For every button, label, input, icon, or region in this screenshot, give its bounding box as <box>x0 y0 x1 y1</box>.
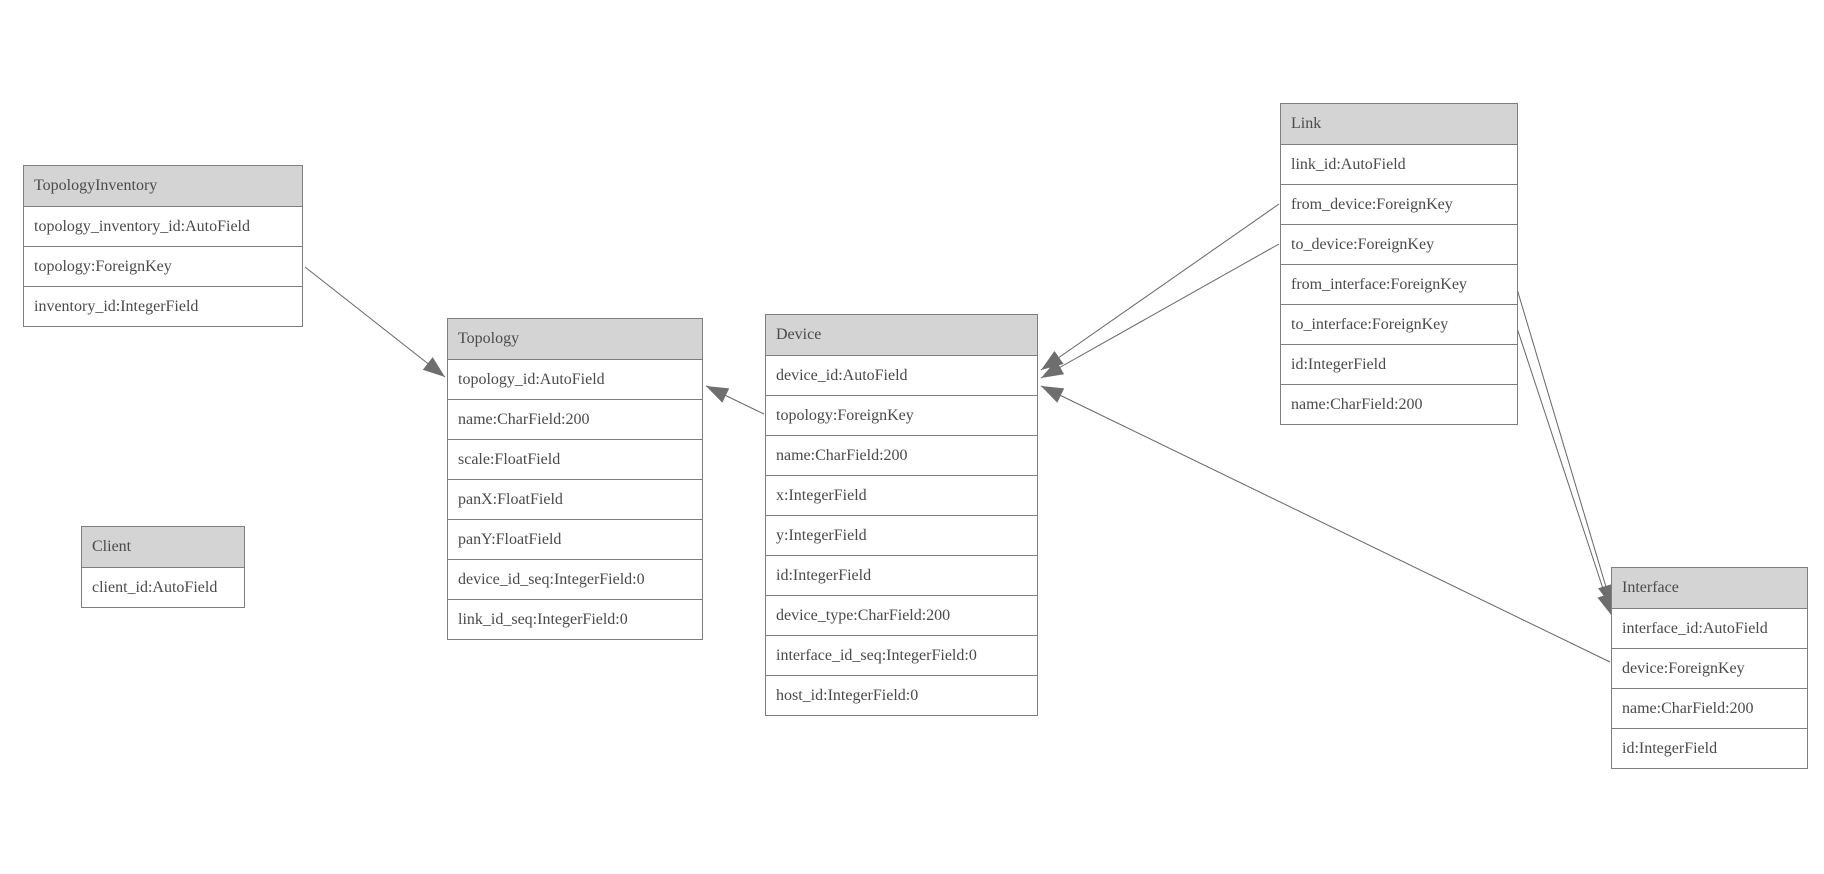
entity-interface-field-id: id:IntegerField <box>1612 728 1807 768</box>
entity-topology-field-topology_id: topology_id:AutoField <box>448 359 702 399</box>
entity-topology-field-scale: scale:FloatField <box>448 439 702 479</box>
entity-interface-title: Interface <box>1612 568 1807 608</box>
entity-topologyinventory-title: TopologyInventory <box>24 166 302 206</box>
relationship-topologyinventory-topology-to-topology-topology_id <box>304 266 446 378</box>
entity-link-field-id: id:IntegerField <box>1281 344 1517 384</box>
entity-device-field-y: y:IntegerField <box>766 515 1037 555</box>
entity-interface-field-name: name:CharField:200 <box>1612 688 1807 728</box>
entity-topologyinventory-field-inventory_id: inventory_id:IntegerField <box>24 286 302 326</box>
entity-topology-field-device_id_seq: device_id_seq:IntegerField:0 <box>448 559 702 599</box>
entity-link-field-name: name:CharField:200 <box>1281 384 1517 424</box>
entity-topology-field-panX: panX:FloatField <box>448 479 702 519</box>
entity-interface-field-device: device:ForeignKey <box>1612 648 1807 688</box>
entity-interface-field-interface_id: interface_id:AutoField <box>1612 608 1807 648</box>
entity-link-field-from_interface: from_interface:ForeignKey <box>1281 264 1517 304</box>
entity-client-title: Client <box>82 527 244 567</box>
relationship-link-to_device-to-device-device_id <box>1040 243 1280 379</box>
entity-link-field-to_interface: to_interface:ForeignKey <box>1281 304 1517 344</box>
entity-topologyinventory-field-topology_inventory_id: topology_inventory_id:AutoField <box>24 206 302 246</box>
entity-device-field-topology: topology:ForeignKey <box>766 395 1037 435</box>
entity-topology-title: Topology <box>448 319 702 359</box>
entity-device-field-host_id: host_id:IntegerField:0 <box>766 675 1037 715</box>
entity-device-title: Device <box>766 315 1037 355</box>
entity-device-field-x: x:IntegerField <box>766 475 1037 515</box>
entity-device-field-device_id: device_id:AutoField <box>766 355 1037 395</box>
relationship-link-from_interface-to-interface-interface_id <box>1516 288 1614 608</box>
relationship-link-to_interface-to-interface-interface_id <box>1516 327 1613 617</box>
entity-topology-field-link_id_seq: link_id_seq:IntegerField:0 <box>448 599 702 639</box>
entity-device-field-interface_id_seq: interface_id_seq:IntegerField:0 <box>766 635 1037 675</box>
entity-topologyinventory-field-topology: topology:ForeignKey <box>24 246 302 286</box>
entity-device-field-name: name:CharField:200 <box>766 435 1037 475</box>
entity-link-field-link_id: link_id:AutoField <box>1281 144 1517 184</box>
entity-link-title: Link <box>1281 104 1517 144</box>
relationship-interface-device-to-device-device_id <box>1040 385 1611 663</box>
entity-link-field-to_device: to_device:ForeignKey <box>1281 224 1517 264</box>
relationship-link-from_device-to-device-device_id <box>1040 203 1280 371</box>
entity-client-field-client_id: client_id:AutoField <box>82 567 244 607</box>
entity-link-field-from_device: from_device:ForeignKey <box>1281 184 1517 224</box>
entity-device-field-id: id:IntegerField <box>766 555 1037 595</box>
entity-device-field-device_type: device_type:CharField:200 <box>766 595 1037 635</box>
relationship-device-topology-to-topology-topology_id <box>705 385 765 415</box>
entity-topology-field-name: name:CharField:200 <box>448 399 702 439</box>
entity-topology-field-panY: panY:FloatField <box>448 519 702 559</box>
